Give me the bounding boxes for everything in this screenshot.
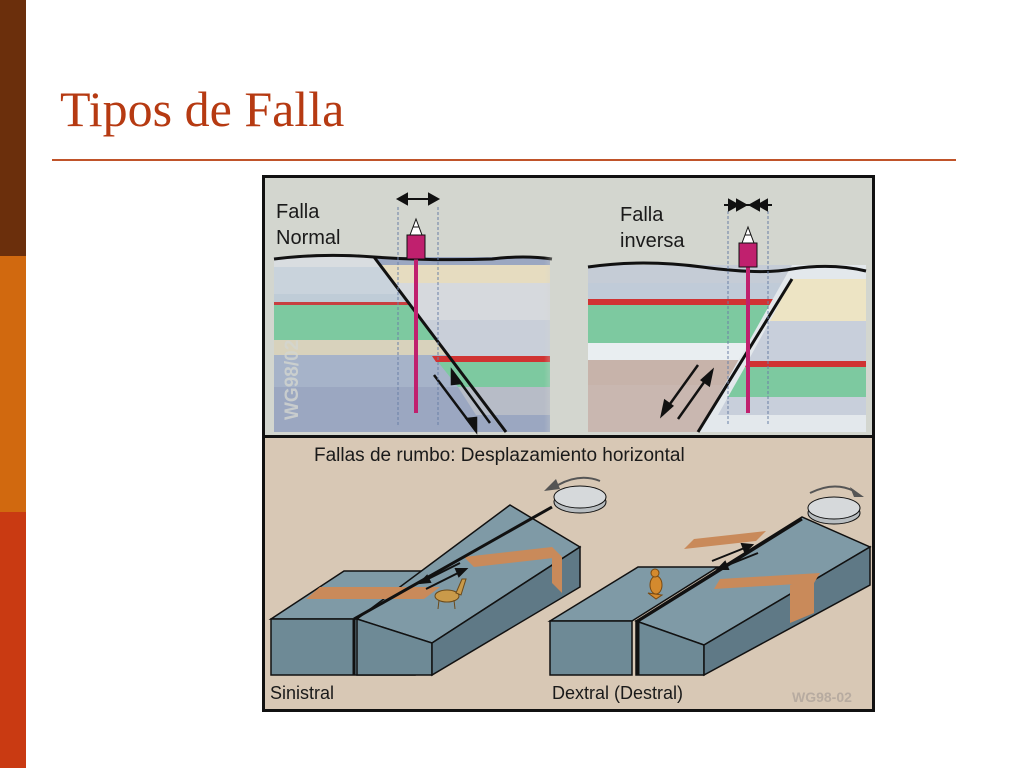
llama-icon — [434, 578, 467, 610]
dextral-label: Dextral (Destral) — [552, 683, 683, 703]
normal-fault-label-line1: Falla — [276, 201, 320, 223]
reverse-fault-section — [587, 198, 867, 433]
watermark-bottom: WG98-02 — [792, 689, 852, 705]
accent-bar-bottom — [0, 512, 26, 768]
slide-title: Tipos de Falla — [60, 81, 345, 137]
drill-rig-icon — [741, 225, 755, 244]
reverse-fault-label-line1: Falla — [620, 204, 664, 226]
section-gap — [544, 178, 588, 432]
normal-fault-section — [273, 192, 553, 435]
kangaroo-icon — [647, 568, 664, 600]
sinistral-label: Sinistral — [270, 683, 334, 703]
fault-diagram-svg: Falla Normal Falla inversa WG98/02 Falla… — [265, 178, 872, 709]
divergent-arrows-icon — [395, 192, 441, 206]
watermark-top: WG98/02 — [282, 340, 303, 420]
title-divider — [52, 159, 956, 161]
accent-bar-middle — [0, 256, 26, 512]
accent-bar-top — [0, 0, 26, 256]
sinistral-block — [268, 476, 607, 677]
strike-slip-heading: Fallas de rumbo: Desplazamiento horizont… — [314, 445, 685, 466]
convergent-arrows-icon — [724, 198, 772, 212]
dextral-block — [547, 485, 872, 677]
reverse-fault-label-line2: inversa — [620, 230, 685, 252]
normal-fault-label-line2: Normal — [276, 227, 340, 249]
rotation-arrow-icon — [807, 485, 864, 525]
fault-types-figure: Falla Normal Falla inversa WG98/02 Falla… — [262, 175, 875, 712]
rotation-arrow-icon — [544, 476, 607, 514]
drill-rig-icon — [409, 217, 423, 236]
